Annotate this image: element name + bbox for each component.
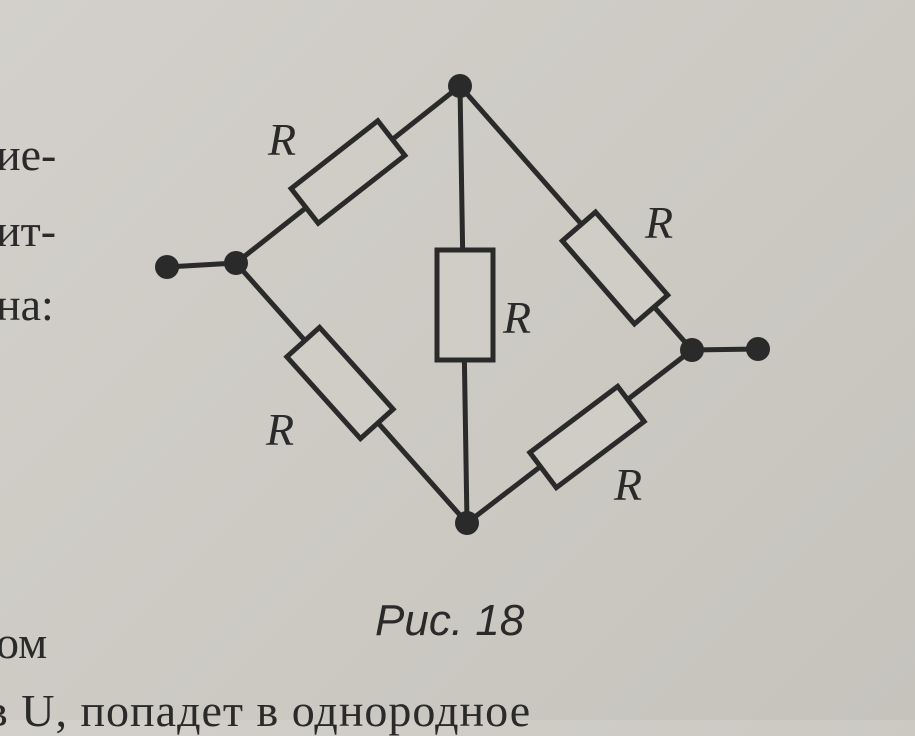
text-fragment: ит- xyxy=(0,205,57,256)
node-right xyxy=(680,338,704,362)
resistor-top-left xyxy=(287,117,409,227)
resistor-bottom-right xyxy=(526,382,648,492)
resistor-bottom-left xyxy=(283,323,397,443)
resistor-top-right xyxy=(558,208,672,328)
text-fragment: ие- xyxy=(0,129,57,180)
node-bottom xyxy=(455,511,479,535)
label-r: R xyxy=(644,197,673,248)
label-r: R xyxy=(502,292,531,343)
label-r: R xyxy=(267,114,296,165)
text-fragment: ом xyxy=(0,617,48,668)
node-top xyxy=(448,74,472,98)
label-r: R xyxy=(265,404,294,455)
text-fragment: на: xyxy=(0,279,54,330)
resistor-middle xyxy=(434,247,496,363)
terminal-right xyxy=(746,337,770,361)
label-r: R xyxy=(613,459,642,510)
circuit-diagram: R R R R R xyxy=(155,74,770,535)
terminal-left xyxy=(155,255,179,279)
node-left xyxy=(224,251,248,275)
figure-caption: Рис. 18 xyxy=(375,596,525,645)
